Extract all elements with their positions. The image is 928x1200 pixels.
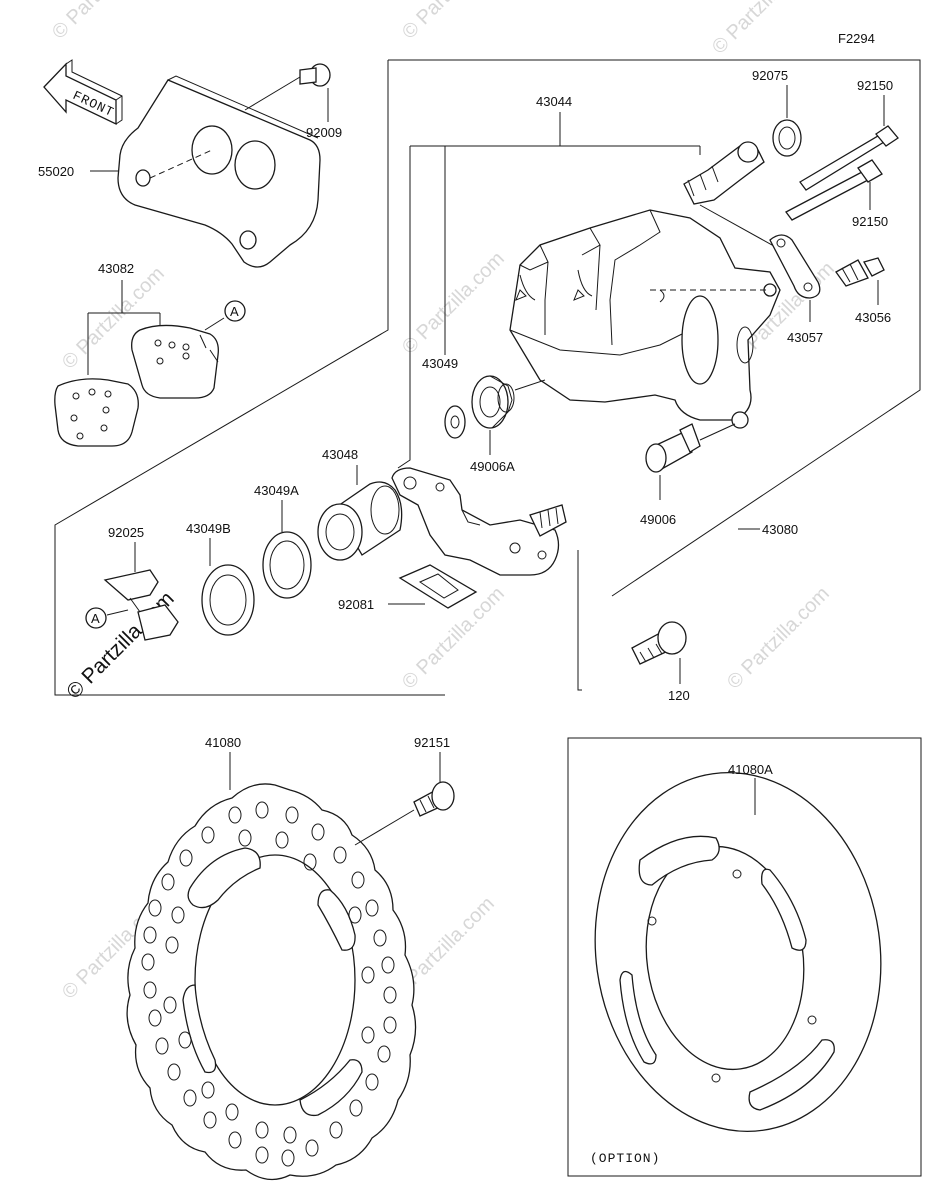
callout-92150-lower: 92150 (852, 214, 888, 229)
watermark: © Partzilla.com (723, 583, 834, 694)
callout-120: 120 (668, 688, 690, 703)
bolt-49006 (645, 423, 736, 473)
clip-92025 (103, 569, 179, 641)
ref-a-bottom: A (91, 611, 100, 626)
piston-43048 (317, 481, 403, 561)
callout-92150-upper: 92150 (857, 78, 893, 93)
brake-pad-rear (54, 378, 139, 447)
callout-92151: 92151 (414, 735, 450, 750)
callout-92025: 92025 (108, 525, 144, 540)
callout-43049b: 43049B (186, 521, 231, 536)
callout-43057: 43057 (787, 330, 823, 345)
shim-92081 (398, 564, 478, 609)
spring-43057 (769, 234, 821, 299)
ref-circle-a (224, 300, 246, 322)
boot-49006a (471, 375, 546, 429)
disc-41080 (126, 783, 417, 1181)
pin-92150-upper (799, 125, 899, 191)
callout-43082: 43082 (98, 261, 134, 276)
caliper-holder (391, 467, 567, 576)
option-box (567, 737, 922, 1177)
callout-41080a: 41080A (728, 762, 773, 777)
callout-43048: 43048 (322, 447, 358, 462)
ref-a-top: A (230, 304, 239, 319)
diagram-code: F2294 (838, 31, 875, 46)
callout-43044: 43044 (536, 94, 572, 109)
assembly-frame (54, 59, 921, 696)
watermark: © Partzilla.com (708, 0, 819, 59)
bolt-92009 (244, 63, 331, 111)
callout-43049a: 43049A (254, 483, 299, 498)
option-label: (OPTION) (590, 1151, 660, 1166)
callout-92075: 92075 (752, 68, 788, 83)
ref-circle-a-lower (85, 607, 107, 629)
watermark: © Partzilla.com (398, 0, 509, 44)
callout-55020: 55020 (38, 164, 74, 179)
bracket-55020 (117, 75, 321, 268)
callout-43049: 43049 (422, 356, 458, 371)
callout-43056: 43056 (855, 310, 891, 325)
bleeder-43056 (835, 257, 885, 287)
callout-92081: 92081 (338, 597, 374, 612)
brake-pad-front (131, 324, 219, 399)
callout-49006: 49006 (640, 512, 676, 527)
seal-43049a (262, 531, 312, 599)
bolt-92151 (354, 781, 455, 846)
watermark: © Partzilla.com (398, 248, 509, 359)
bolt-120 (631, 621, 687, 665)
callout-43080: 43080 (762, 522, 798, 537)
callout-41080: 41080 (205, 735, 241, 750)
caliper-body (509, 209, 781, 429)
watermark: © Partzilla.com (48, 0, 159, 44)
callout-49006a: 49006A (470, 459, 515, 474)
front-arrow: FRONT (43, 59, 123, 126)
seal-43049 (444, 405, 466, 439)
seal-43049b (201, 564, 255, 636)
watermark-prominent: © Partzilla.com (62, 587, 178, 703)
callout-92009: 92009 (306, 125, 342, 140)
pin-92150-lower (785, 159, 883, 221)
disc-41080a (594, 772, 882, 1132)
